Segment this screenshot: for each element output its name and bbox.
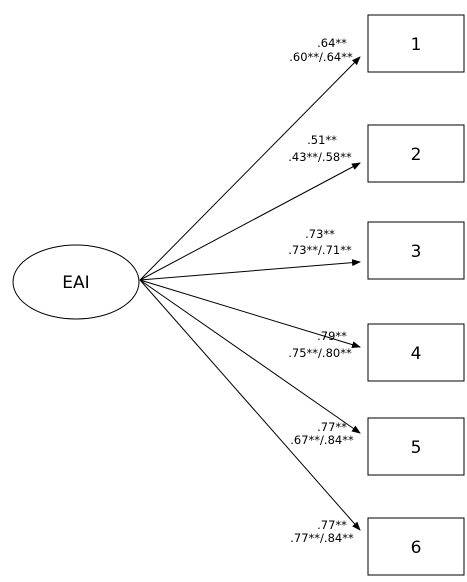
indicator-label-3: 3 — [411, 242, 422, 262]
path-eai-6 — [139, 279, 361, 531]
indicator-box-5 — [367, 417, 465, 476]
coef-bottom-6: .77**/.84** — [290, 531, 354, 545]
coef-bottom-3: .73**/.71** — [288, 243, 352, 257]
indicator-box-4 — [367, 323, 465, 382]
coef-bottom-5: .67**/.84** — [290, 433, 354, 447]
indicator-boxes: 1 2 3 4 5 6 — [367, 14, 465, 576]
coef-bottom-1: .60**/.64** — [289, 50, 353, 64]
coef-top-5: .77** — [317, 420, 347, 434]
coef-top-6: .77** — [317, 518, 347, 532]
coef-top-3: .73** — [305, 227, 335, 241]
indicator-box-2 — [367, 124, 465, 183]
indicator-label-1: 1 — [411, 35, 422, 55]
indicator-label-5: 5 — [411, 438, 422, 458]
coef-bottom-4: .75**/.80** — [288, 346, 352, 360]
indicator-box-6 — [367, 517, 465, 576]
latent-node: EAI — [12, 244, 140, 320]
coef-top-4: .79** — [317, 329, 347, 343]
indicator-label-4: 4 — [411, 344, 422, 364]
coefficient-labels: .64** .60**/.64** .51** .43**/.58** .73*… — [288, 36, 354, 545]
latent-ellipse — [12, 244, 140, 320]
indicator-label-6: 6 — [411, 538, 422, 558]
latent-label: EAI — [62, 273, 89, 293]
coef-bottom-2: .43**/.58** — [288, 150, 352, 164]
path-eai-2 — [139, 162, 361, 281]
path-eai-3 — [139, 259, 361, 281]
path-eai-4 — [139, 279, 361, 349]
coef-top-2: .51** — [307, 133, 337, 147]
coef-top-1: .64** — [317, 36, 347, 50]
indicator-box-3 — [367, 221, 465, 280]
path-eai-5 — [139, 279, 361, 434]
indicator-label-2: 2 — [411, 145, 422, 165]
path-eai-1 — [139, 56, 361, 281]
indicator-box-1 — [367, 14, 465, 73]
paths-group — [139, 56, 361, 531]
